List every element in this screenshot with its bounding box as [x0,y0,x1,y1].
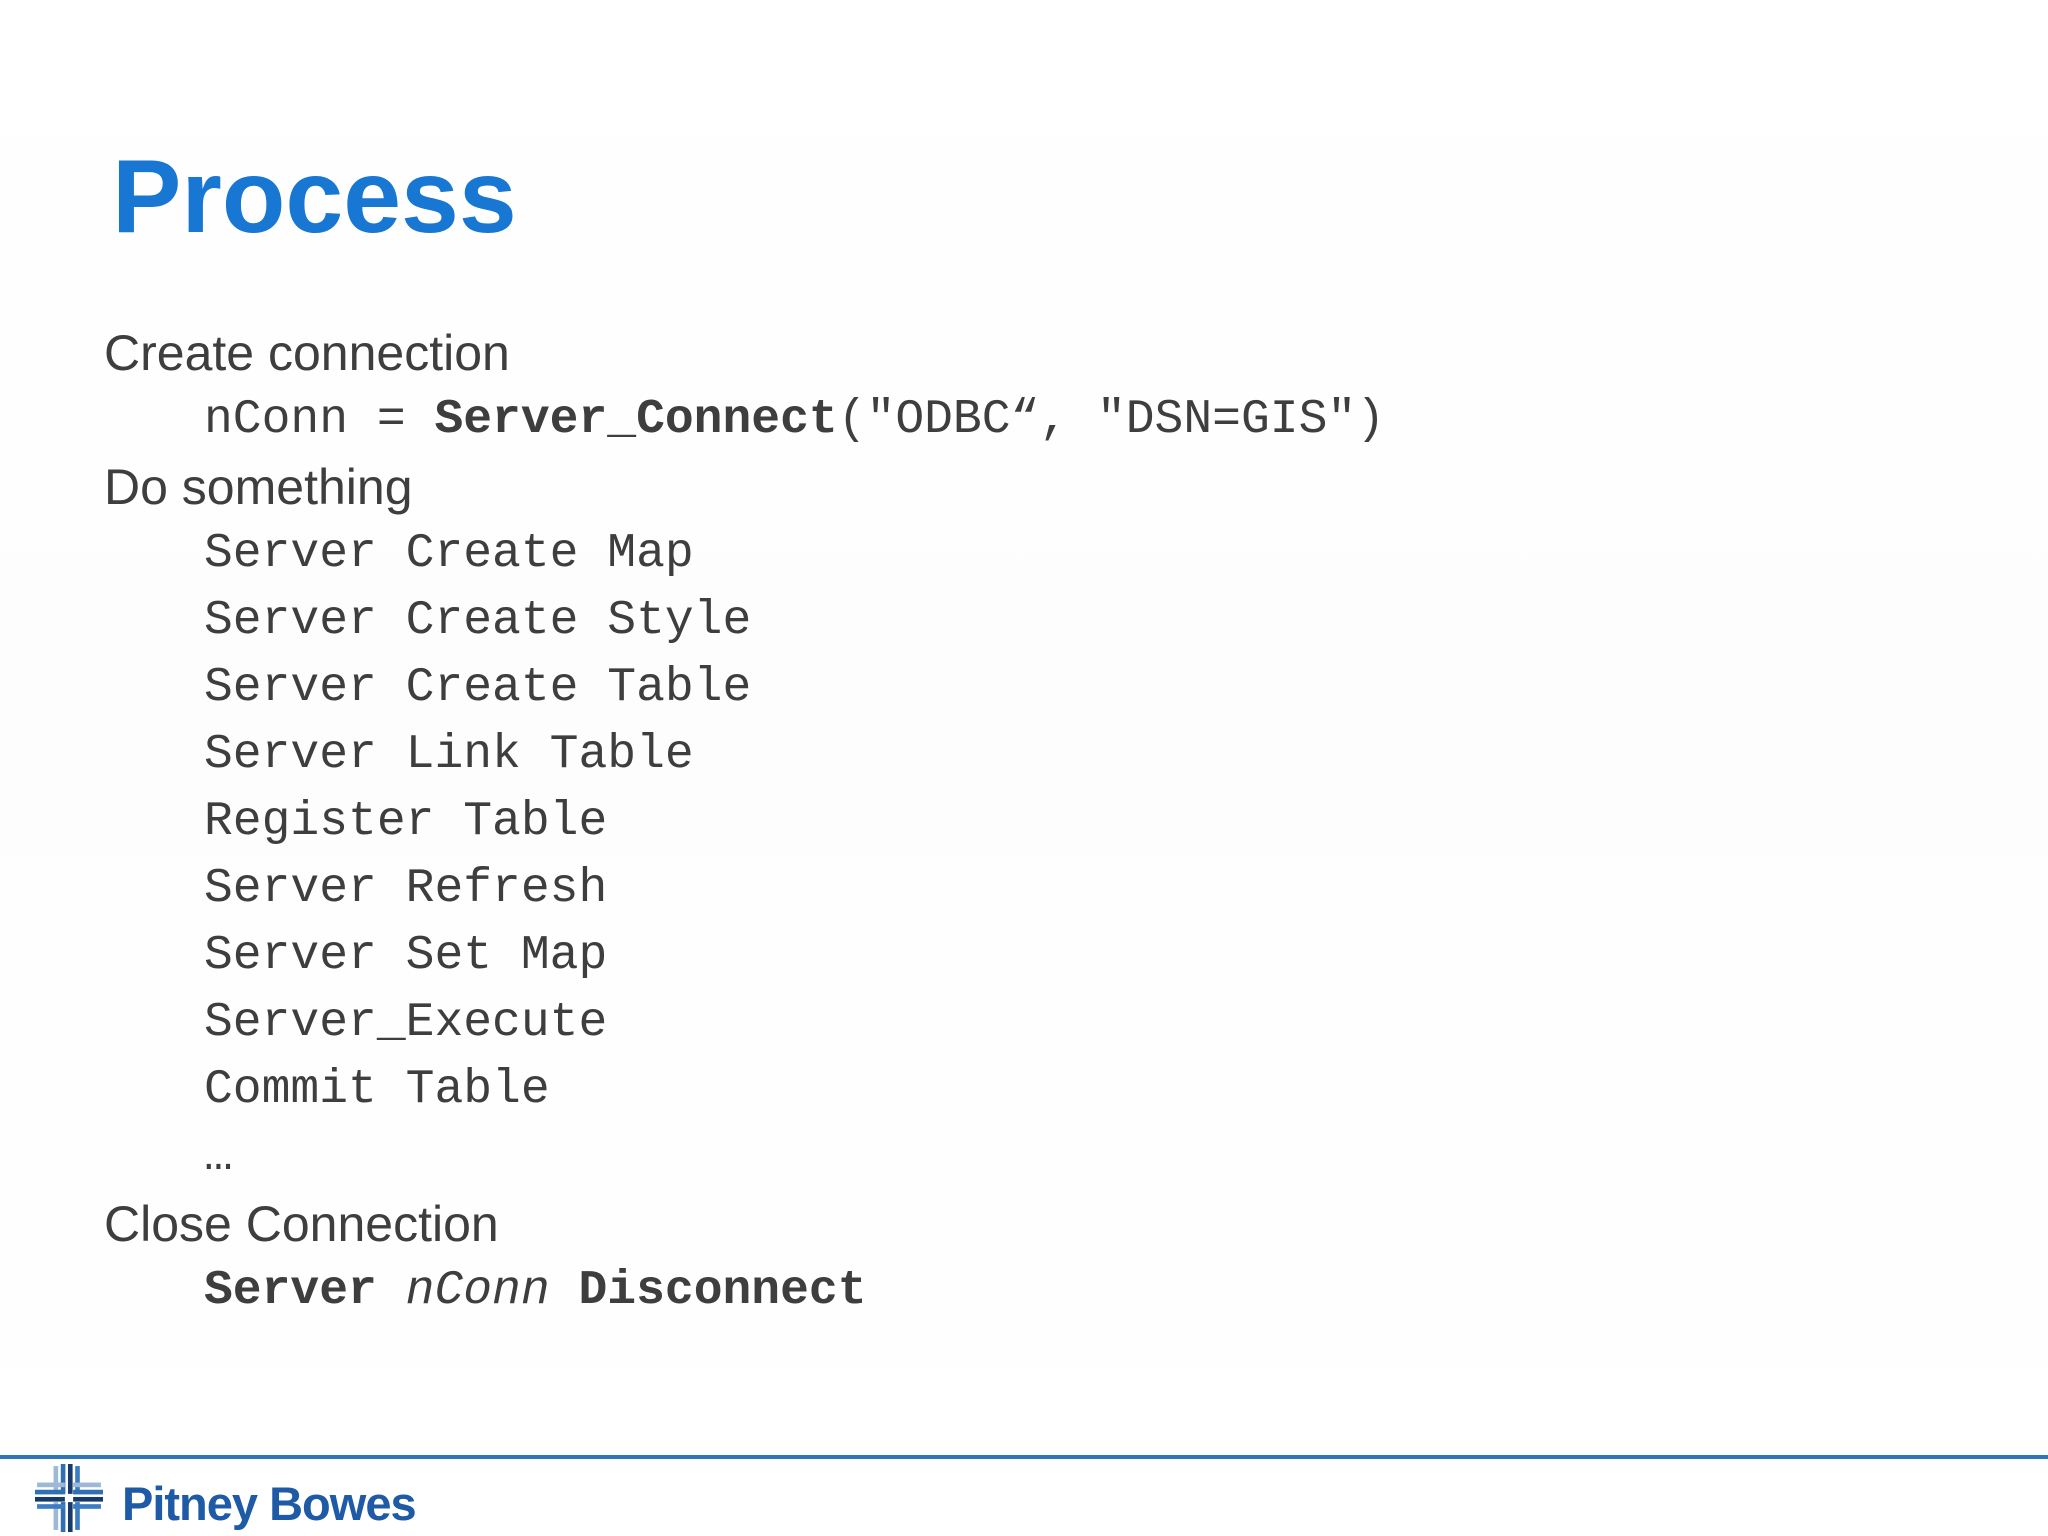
code-kw-server: Server [204,1264,406,1318]
code-step: Server Create Map [204,527,694,581]
section-heading-create-connection: Create connection [104,325,510,381]
code-step-ellipsis: … [204,1130,233,1184]
section-heading-do-something: Do something [104,459,413,515]
code-step: Server Set Map [204,929,608,983]
code-step: Server Create Table [204,661,752,715]
code-kw-disconnect: Disconnect [549,1264,867,1318]
code-lhs: nConn = [204,393,435,447]
code-step: Server_Execute [204,996,608,1050]
code-step: Commit Table [204,1063,550,1117]
pitney-bowes-logo-icon [35,1464,103,1532]
code-var-nconn: nConn [405,1264,550,1318]
code-line-server-connect: nConn = Server_Connect("ODBC“, "DSN=GIS"… [104,387,1385,454]
footer-divider [0,1455,2048,1459]
code-step: Server Link Table [204,728,694,782]
slide-body: Create connection nConn = Server_Connect… [104,320,1385,1325]
page-title: Process [112,139,517,255]
brand-name: Pitney Bowes [122,1477,417,1530]
code-step: Server Refresh [204,862,608,916]
section-heading-close-connection: Close Connection [104,1196,499,1252]
code-step: Register Table [204,795,608,849]
code-line-disconnect: Server nConn Disconnect [104,1258,1385,1325]
code-args: ("ODBC“, "DSN=GIS") [837,393,1385,447]
code-step: Server Create Style [204,594,752,648]
code-func-server-connect: Server_Connect [434,393,838,447]
